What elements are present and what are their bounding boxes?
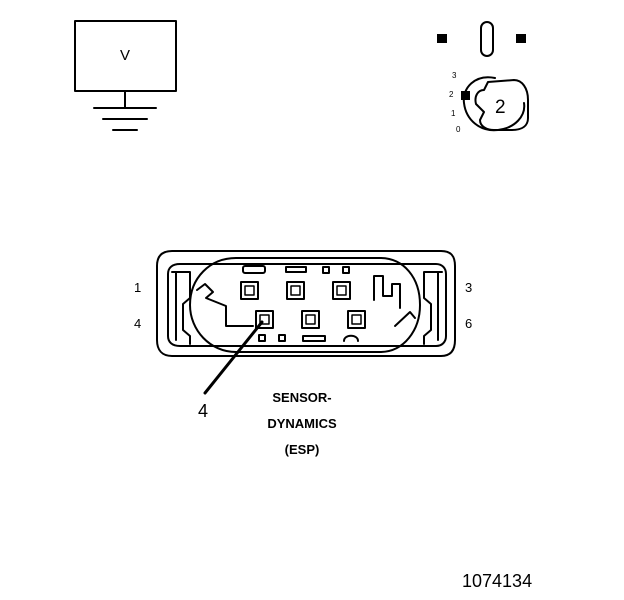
key-slot-left-mark	[437, 34, 447, 43]
bottom-key-dot-1	[258, 334, 266, 342]
pin-cavity-2	[286, 281, 305, 300]
top-key-slot	[242, 265, 266, 274]
voltmeter-label: V	[120, 47, 131, 64]
connector-housing	[156, 250, 456, 357]
top-key-dot-2	[342, 266, 350, 274]
pin-cavity-6	[347, 310, 366, 329]
right-latch	[423, 271, 443, 345]
switch-position-1: 1	[451, 109, 456, 118]
switch-step-label: 2	[495, 97, 506, 118]
callout-leader-line	[203, 320, 264, 395]
bottom-key-bar	[302, 335, 326, 342]
switch-position-0: 0	[456, 125, 461, 134]
callout-number: 4	[198, 401, 209, 421]
housing-outer	[156, 250, 456, 357]
face-oval	[189, 257, 421, 353]
right-guide-rib	[373, 275, 401, 309]
pin-cavity-4	[255, 310, 274, 329]
connector-face	[189, 257, 421, 353]
caption-line-1: SENSOR-	[272, 390, 332, 405]
left-guide-rib	[196, 283, 254, 327]
switch-position-3: 3	[452, 71, 457, 80]
pin-cavity-5	[301, 310, 320, 329]
ignition-switch-dial	[461, 76, 529, 132]
pin-label-1: 1	[134, 280, 142, 295]
bottom-key-dot-2	[278, 334, 286, 342]
left-latch	[171, 271, 191, 345]
pin-label-4: 4	[134, 316, 142, 331]
pin-cavity-1	[240, 281, 259, 300]
switch-position-2: 2	[449, 90, 454, 99]
switch-key-head	[474, 79, 529, 131]
housing-inner	[167, 263, 447, 347]
top-key-bar	[285, 266, 307, 273]
caption-line-2: DYNAMICS	[267, 416, 337, 431]
pin-cavity-3	[332, 281, 351, 300]
right-guide-rib-2	[394, 311, 416, 327]
key-slot	[480, 21, 494, 57]
pin-label-3: 3	[465, 280, 473, 295]
switch-position-marker	[461, 91, 470, 100]
pin-label-6: 6	[465, 316, 473, 331]
caption-line-3: (ESP)	[284, 442, 320, 457]
key-slot-right-mark	[516, 34, 526, 43]
voltmeter-symbol	[74, 20, 177, 131]
top-key-dot-1	[322, 266, 330, 274]
switch-dial-outline	[462, 76, 526, 132]
figure-number: 1074134	[462, 571, 533, 591]
ignition-key-symbol	[437, 21, 526, 57]
bottom-key-notch	[343, 334, 359, 342]
